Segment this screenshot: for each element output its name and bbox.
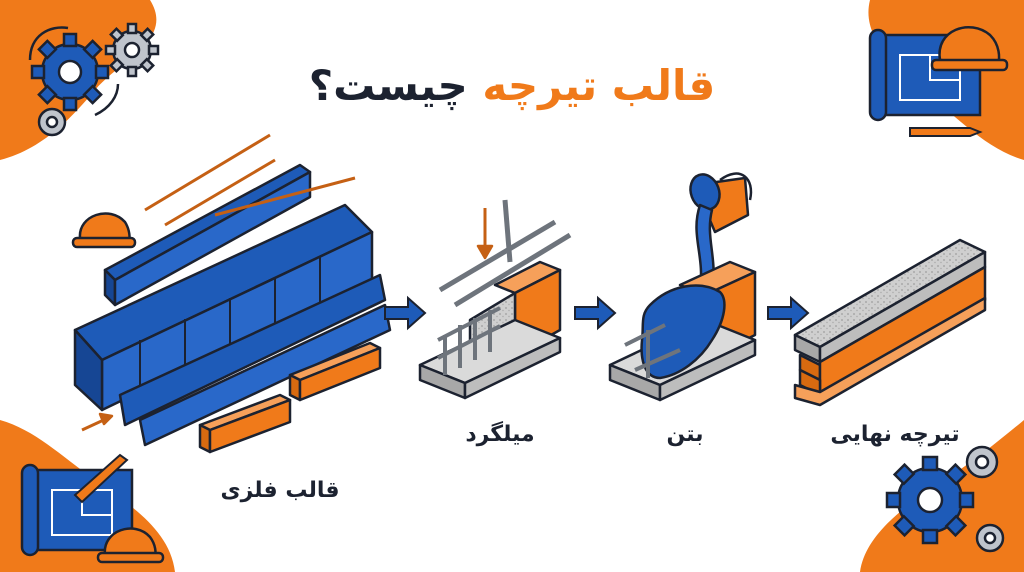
step-label-rebar: میلگرد: [465, 422, 535, 447]
title-highlight: قالب تیرچه: [482, 61, 716, 110]
hard-hat-icon: [930, 25, 1009, 72]
rebar-illustration: [418, 199, 572, 400]
arrow-right-icon: [574, 295, 617, 331]
pencil-icon: [73, 453, 129, 504]
hard-hat-icon: [71, 212, 137, 249]
page-title: قالب تیرچه چیست؟: [0, 58, 1024, 114]
step-label-final-joist: تیرچه نهایی: [830, 422, 960, 447]
final-joist-illustration: [793, 238, 987, 407]
gears-icon: [28, 22, 160, 137]
hard-hat-icon: [96, 527, 165, 564]
blueprint-icon: [868, 28, 982, 122]
title-rest: چیست؟: [308, 61, 468, 110]
pencil-icon: [909, 127, 983, 137]
gears-icon: [885, 445, 1005, 553]
steel-formwork-illustration: [73, 133, 392, 454]
step-label-concrete: بتن: [666, 422, 704, 447]
arrow-right-icon: [767, 295, 810, 331]
step-label-steel-form: قالب فلزی: [220, 478, 340, 503]
concrete-pour-illustration: [608, 172, 757, 402]
arrow-right-icon: [384, 295, 427, 331]
